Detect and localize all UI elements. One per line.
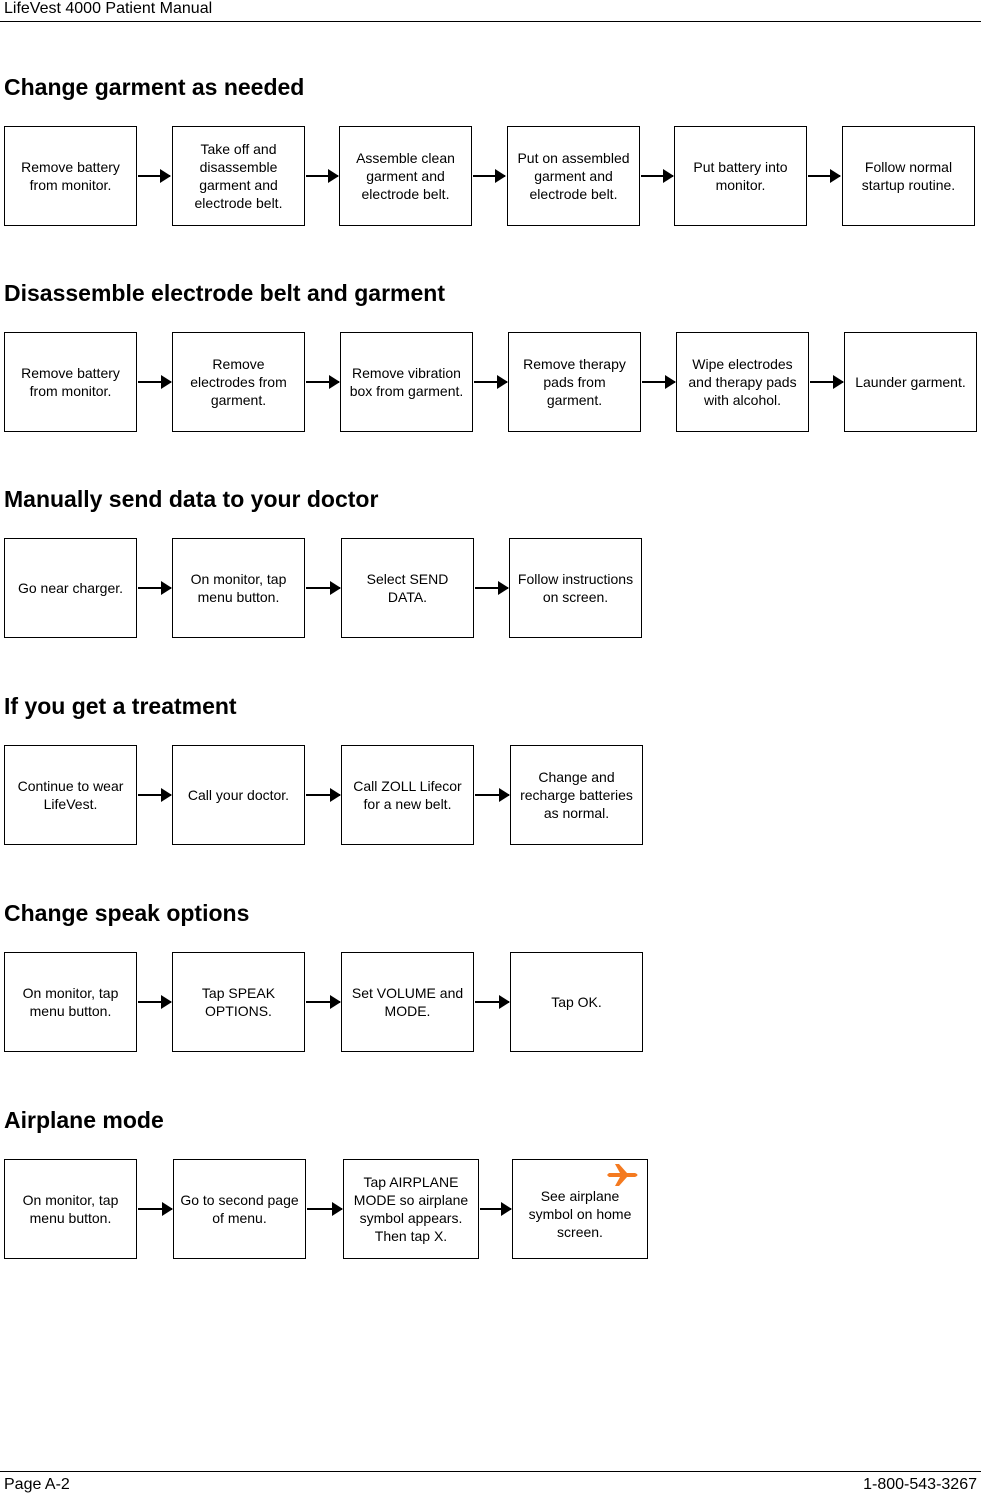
step-box: Continue to wear LifeVest. [4, 745, 137, 845]
arrow-icon [306, 581, 341, 595]
airplane-icon [607, 1164, 638, 1186]
step-box: Go near charger. [4, 538, 137, 638]
arrow-icon [306, 788, 341, 802]
step-box: Set VOLUME and MODE. [341, 952, 474, 1052]
arrow-icon [138, 581, 172, 595]
phone-number: 1-800-543-3267 [863, 1476, 977, 1493]
arrow-icon [641, 169, 674, 183]
section-disassemble-belt: Disassemble electrode belt and garment R… [0, 280, 981, 480]
arrow-icon [810, 375, 844, 389]
arrow-icon [138, 1202, 173, 1216]
flowchart: On monitor, tap menu button. Go to secon… [4, 1159, 981, 1260]
section-title: Change garment as needed [4, 74, 305, 100]
page-number: Page A-2 [4, 1476, 70, 1493]
arrow-icon [138, 169, 171, 183]
step-box: Tap OK. [510, 952, 643, 1052]
section-speak-options: Change speak options On monitor, tap men… [0, 900, 981, 1100]
step-box: Assemble clean garment and electrode bel… [339, 126, 472, 226]
step-box: See airplane symbol on home screen. [512, 1159, 648, 1259]
arrow-icon [138, 375, 172, 389]
step-box: Remove therapy pads from garment. [508, 332, 641, 432]
arrow-icon [138, 995, 172, 1009]
manual-title: LifeVest 4000 Patient Manual [4, 0, 213, 17]
step-box: Take off and disassemble garment and ele… [172, 126, 305, 226]
section-treatment: If you get a treatment Continue to wear … [0, 693, 981, 893]
step-box: Launder garment. [844, 332, 977, 432]
arrow-icon [138, 788, 172, 802]
step-box: Wipe electrodes and therapy pads with al… [676, 332, 809, 432]
step-box: Call your doctor. [172, 745, 305, 845]
step-box: Tap AIRPLANE MODE so airplane symbol app… [343, 1159, 479, 1259]
section-title: Airplane mode [4, 1107, 164, 1133]
arrow-icon [475, 581, 509, 595]
section-airplane-mode: Airplane mode On monitor, tap menu butto… [0, 1107, 981, 1307]
step-box: Remove battery from monitor. [4, 332, 137, 432]
airplane-shape [607, 1164, 638, 1186]
step-box: Put battery into monitor. [674, 126, 807, 226]
step-box: Change and recharge batteries as normal. [510, 745, 643, 845]
arrow-icon [642, 375, 676, 389]
step-box: Follow normal startup routine. [842, 126, 975, 226]
section-send-data: Manually send data to your doctor Go nea… [0, 486, 981, 686]
step-box: On monitor, tap menu button. [4, 1159, 137, 1259]
step-box: Select SEND DATA. [341, 538, 474, 638]
section-title: If you get a treatment [4, 693, 237, 719]
arrow-icon [306, 995, 341, 1009]
page-header: LifeVest 4000 Patient Manual [0, 0, 981, 22]
step-text: See airplane symbol on home screen. [528, 1188, 632, 1240]
arrow-icon [475, 995, 510, 1009]
flowchart: Remove battery from monitor. Remove elec… [4, 332, 981, 433]
arrow-icon [306, 169, 339, 183]
step-box: On monitor, tap menu button. [4, 952, 137, 1052]
arrow-icon [474, 375, 508, 389]
section-change-garment: Change garment as needed Remove battery … [0, 74, 981, 274]
step-box: Remove battery from monitor. [4, 126, 137, 226]
arrow-icon [808, 169, 841, 183]
step-box: Go to second page of menu. [173, 1159, 306, 1259]
section-title: Manually send data to your doctor [4, 486, 379, 512]
section-title: Change speak options [4, 900, 250, 926]
arrow-icon [473, 169, 506, 183]
flowchart: Go near charger. On monitor, tap menu bu… [4, 538, 981, 639]
step-box: Put on assembled garment and electrode b… [507, 126, 640, 226]
section-title: Disassemble electrode belt and garment [4, 280, 445, 306]
arrow-icon [306, 375, 340, 389]
step-box: On monitor, tap menu button. [172, 538, 305, 638]
flowchart: Continue to wear LifeVest. Call your doc… [4, 745, 981, 846]
arrow-icon [480, 1202, 512, 1216]
step-box: Tap SPEAK OPTIONS. [172, 952, 305, 1052]
flowchart: On monitor, tap menu button. Tap SPEAK O… [4, 952, 981, 1053]
step-box: Remove electrodes from garment. [172, 332, 305, 432]
page-footer: Page A-2 1-800-543-3267 [0, 1471, 981, 1497]
arrow-icon [475, 788, 510, 802]
flowchart: Remove battery from monitor. Take off an… [4, 126, 981, 227]
arrow-icon [307, 1202, 343, 1216]
step-box: Call ZOLL Lifecor for a new belt. [341, 745, 474, 845]
step-box: Follow instructions on screen. [509, 538, 642, 638]
step-box: Remove vibration box from garment. [340, 332, 473, 432]
